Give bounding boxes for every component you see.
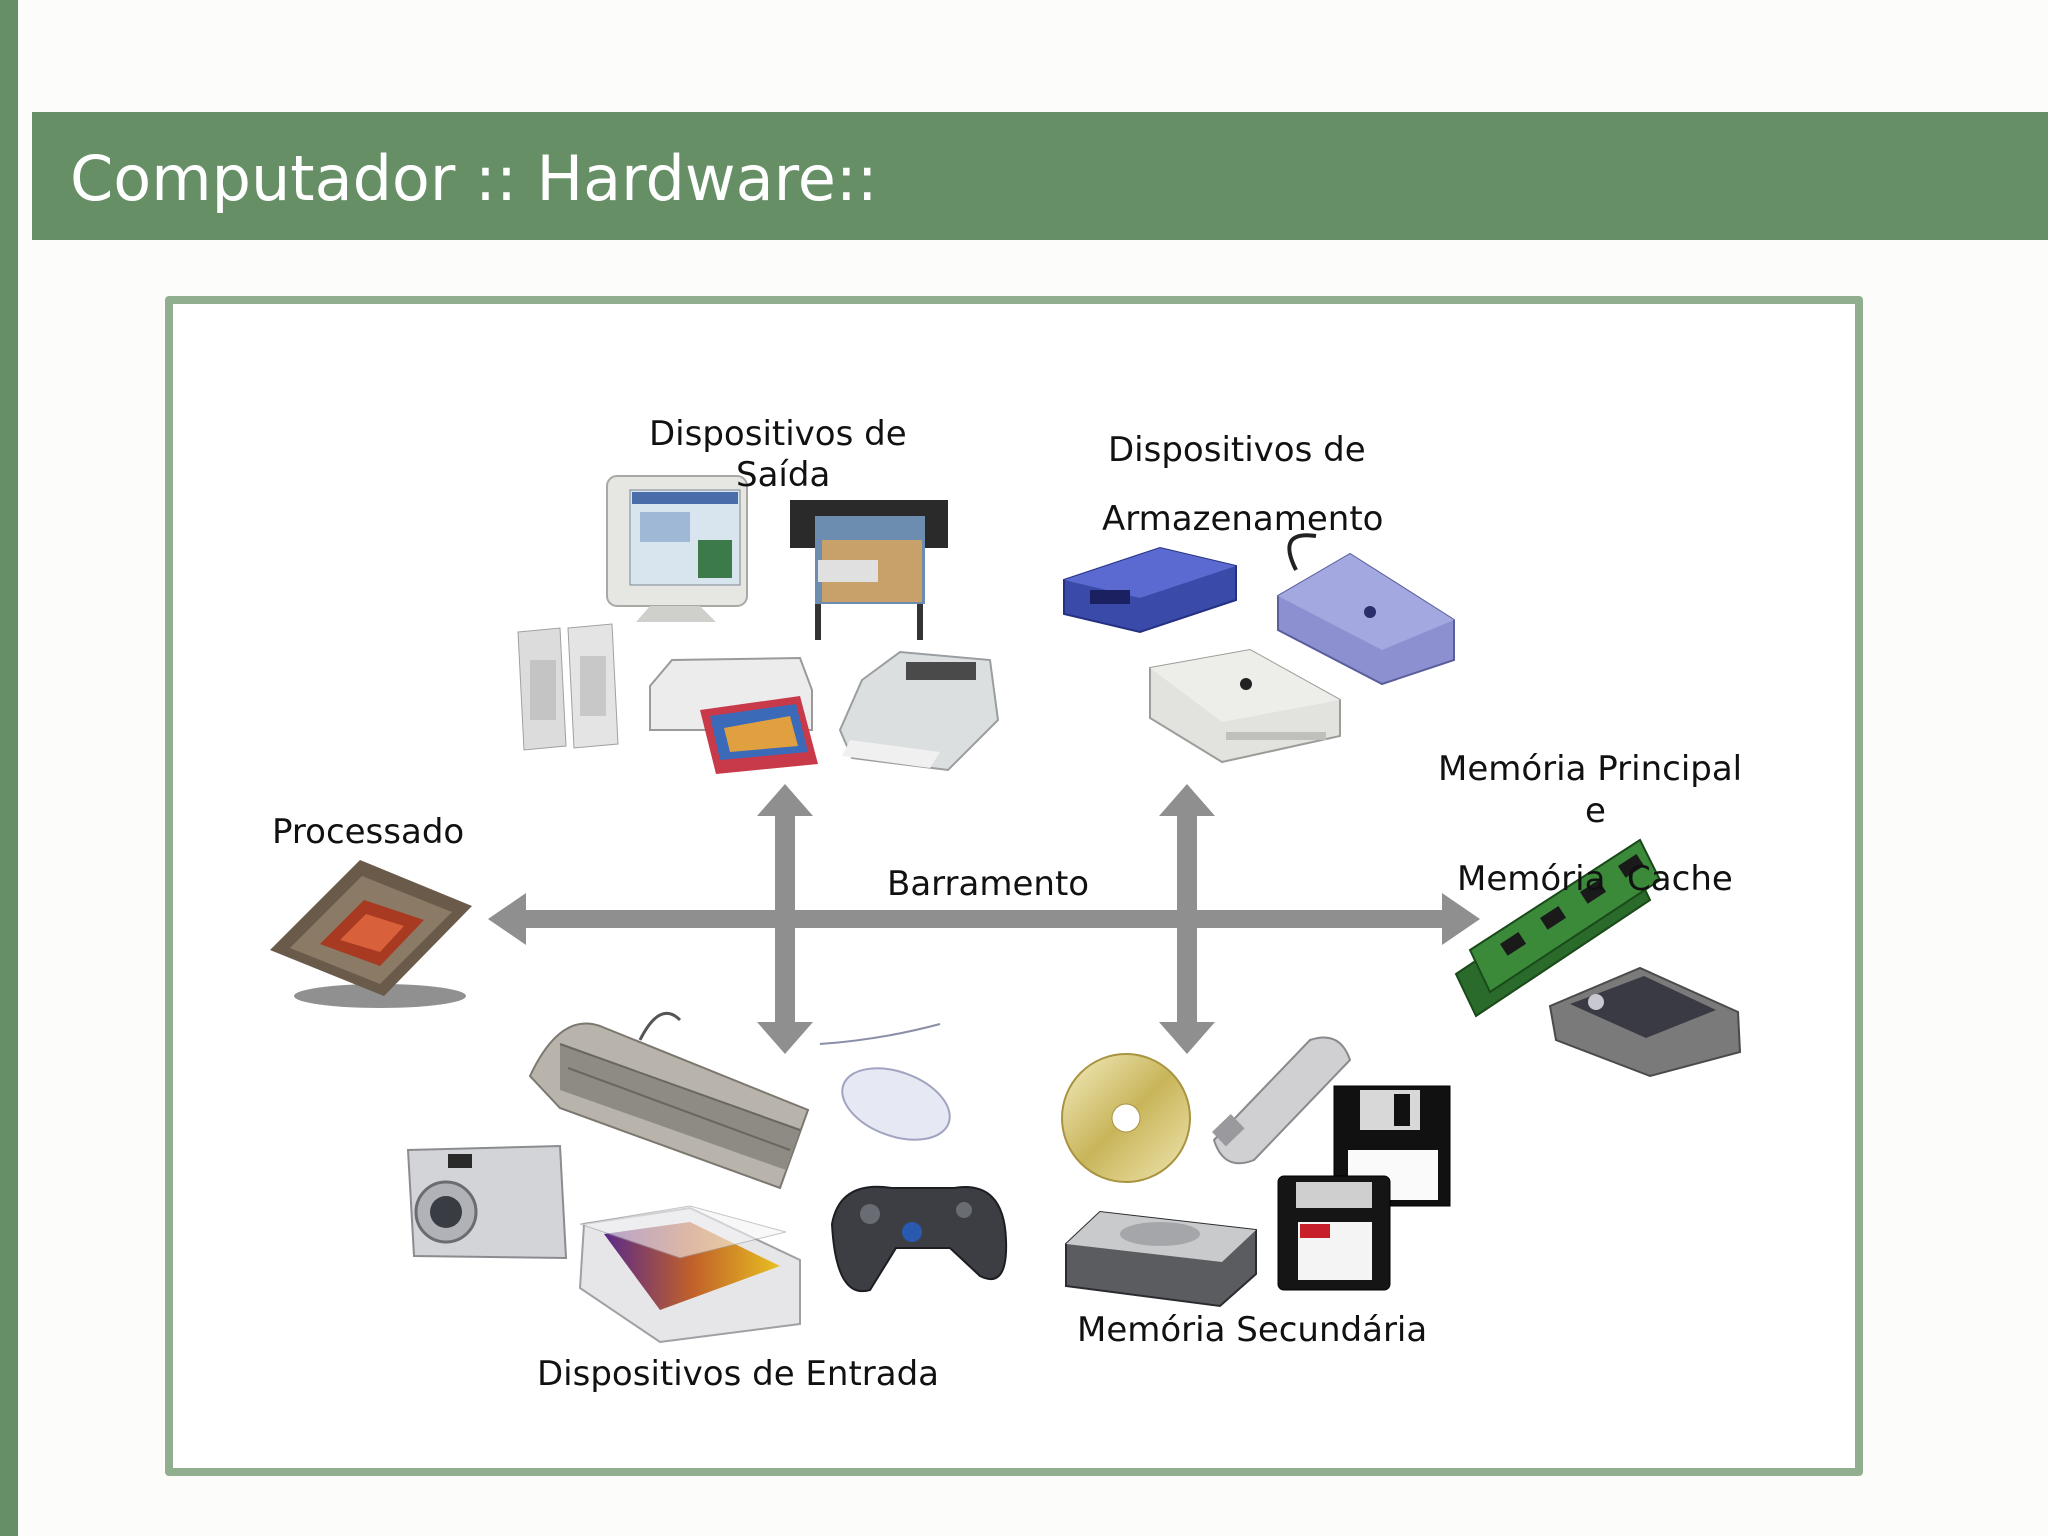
usb-drive-icon (1212, 1036, 1352, 1165)
gamepad-icon (830, 1185, 1008, 1293)
bus-label: Barramento (887, 864, 1090, 904)
storage-devices-label-1: Dispositivos de (1108, 430, 1366, 470)
inkjet-printer-icon (649, 656, 818, 774)
zip-disk-icon (1277, 1175, 1391, 1291)
camera-icon (406, 1144, 568, 1260)
storage-devices-label-2: Armazenamento (1102, 499, 1384, 539)
output-devices-label-2: Saída (736, 455, 831, 495)
hard-disk-icon (1065, 1210, 1257, 1308)
plotter-icon (790, 500, 948, 640)
keyboard-icon (528, 1011, 810, 1190)
memory-label-2: e (1585, 791, 1606, 831)
slide-title: Computador :: Hardware:: (70, 142, 878, 215)
bus-arrows (488, 784, 1480, 1054)
scanner-icon (578, 1205, 801, 1344)
optical-drive-icon (1149, 648, 1341, 764)
cpu-chip-icon (270, 860, 472, 1008)
left-accent-bar (0, 0, 18, 1536)
speakers-icon (517, 623, 619, 751)
laser-printer-icon (838, 650, 1000, 772)
secondary-memory-label: Memória Secundária (1077, 1310, 1428, 1350)
floppy-disk-icon (1333, 1085, 1451, 1207)
output-devices-label-1: Dispositivos de (649, 414, 907, 454)
title-bar (32, 112, 2048, 240)
mouse-icon (819, 1023, 951, 1141)
tape-drive-icon (1063, 546, 1237, 634)
crt-monitor-icon (606, 475, 748, 622)
cache-chip-icon (1548, 966, 1742, 1078)
memory-label-1: Memória Principal (1438, 749, 1743, 789)
external-drive-icon (1277, 533, 1455, 686)
cd-icon (1061, 1053, 1191, 1183)
processor-label: Processado (272, 812, 465, 852)
memory-label-3: Memória Cache (1457, 859, 1733, 899)
ram-module-icon (1454, 838, 1662, 1018)
input-devices-label: Dispositivos de Entrada (537, 1354, 940, 1394)
